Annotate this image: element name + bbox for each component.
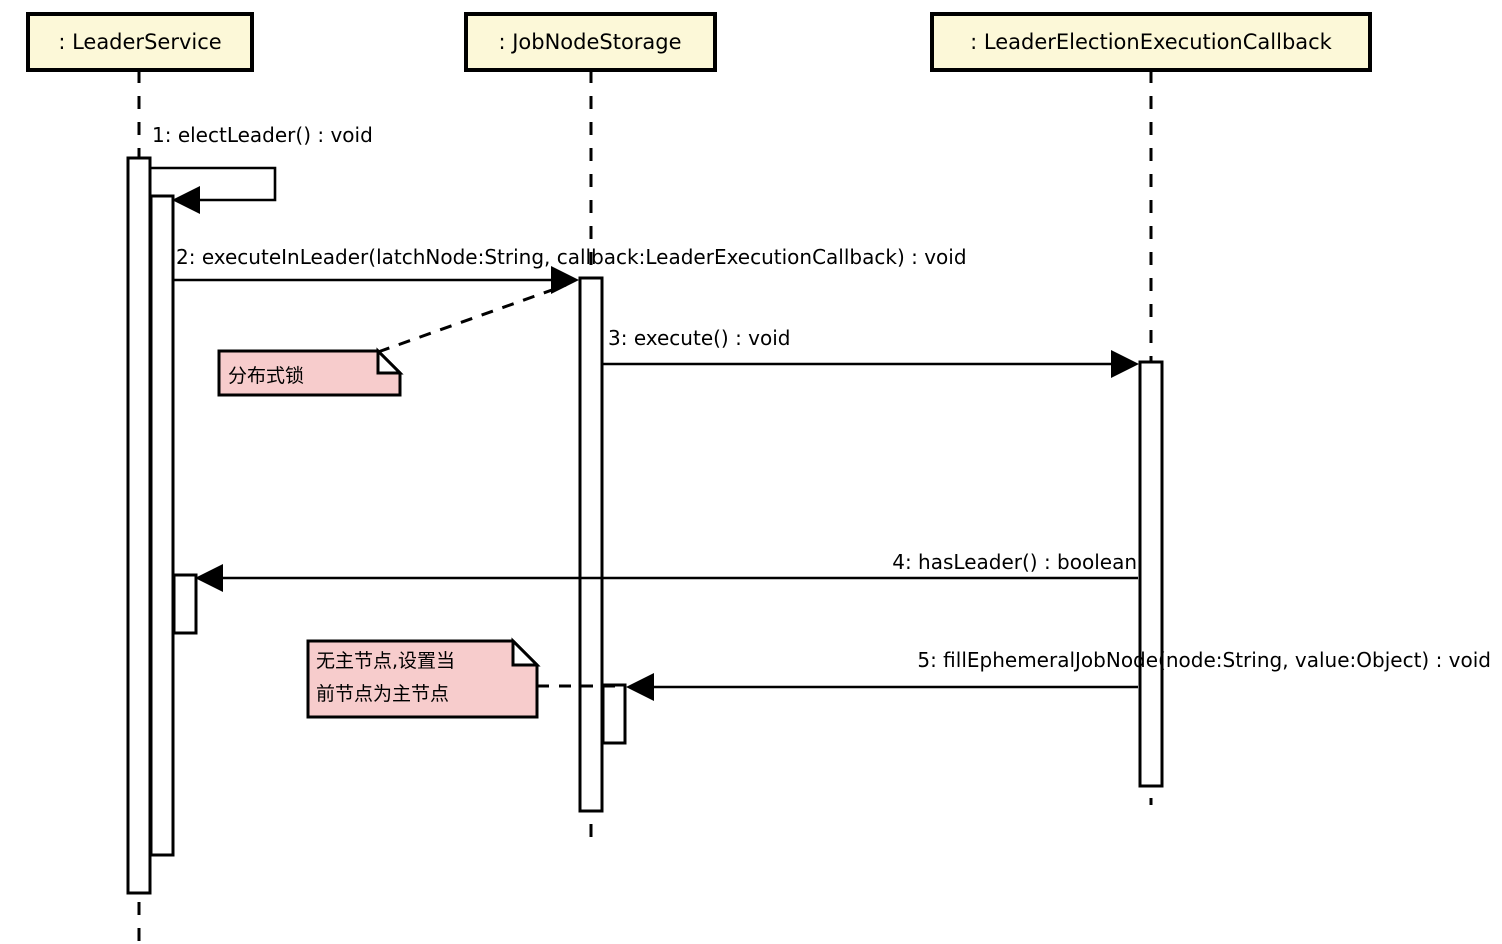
message-5-arrowhead [626, 673, 654, 701]
message-5-group[interactable]: 5: fillEphemeralJobNode(node:String, val… [626, 648, 1491, 701]
activation-leader-service-outer [126, 156, 152, 895]
note-no-master-node-fold [511, 637, 541, 667]
activation-job-node-storage-nested [601, 683, 627, 745]
lifeline-header-job-node-storage-box [464, 12, 717, 72]
lifeline-header-leader-election-execution-callback-box [930, 12, 1372, 72]
message-4-arrowhead [195, 564, 223, 592]
message-3-group[interactable]: 3: execute() : void [602, 326, 1139, 378]
note-no-master-node-group[interactable]: 无主节点,设置当 前节点为主节点 [306, 637, 624, 719]
lifeline-header-job-node-storage[interactable]: : JobNodeStorage [464, 12, 717, 72]
message-2-label: 2: executeInLeader(latchNode:String, cal… [176, 245, 967, 269]
message-1-label: 1: electLeader() : void [152, 123, 373, 147]
lifeline-header-leader-service-box [26, 12, 254, 72]
activation-callback-main [1138, 360, 1164, 788]
note-no-master-node-body [306, 639, 539, 719]
lifeline-header-leader-service[interactable]: : LeaderService [26, 12, 254, 72]
activation-leader-service-return [172, 573, 198, 635]
note-no-master-node-line-1: 无主节点,设置当 [316, 650, 455, 672]
message-1-group[interactable]: 1: electLeader() : void [150, 123, 373, 214]
message-5-label: 5: fillEphemeralJobNode(node:String, val… [917, 648, 1491, 672]
message-3-label: 3: execute() : void [608, 326, 791, 350]
message-4-group[interactable]: 4: hasLeader() : boolean [195, 550, 1138, 592]
lifeline-header-leader-election-execution-callback-label: : LeaderElectionExecutionCallback [970, 30, 1333, 54]
message-4-label: 4: hasLeader() : boolean [892, 550, 1137, 574]
message-3-arrowhead [1111, 350, 1139, 378]
message-2-arrowhead [551, 266, 579, 294]
activation-leader-service-inner [149, 194, 175, 857]
lifeline-axes [137, 70, 1153, 944]
note-no-master-node-line-2: 前节点为主节点 [316, 683, 449, 705]
note-distributed-lock-line-1: 分布式锁 [228, 365, 304, 387]
message-1-arrowhead [172, 186, 200, 214]
lifeline-header-job-node-storage-label: : JobNodeStorage [498, 30, 681, 54]
note-distributed-lock-group[interactable]: 分布式锁 [217, 283, 567, 397]
lifeline-header-leader-service-label: : LeaderService [58, 30, 221, 54]
note-distributed-lock-fold [376, 347, 404, 375]
activation-job-node-storage-main [578, 276, 604, 813]
note-distributed-lock-body [217, 349, 402, 397]
note-distributed-lock-connector [377, 283, 567, 354]
lifeline-header-leader-election-execution-callback[interactable]: : LeaderElectionExecutionCallback [930, 12, 1372, 72]
message-1-line [150, 166, 277, 202]
activation-bars [126, 156, 1164, 895]
message-2-group[interactable]: 2: executeInLeader(latchNode:String, cal… [173, 245, 967, 294]
